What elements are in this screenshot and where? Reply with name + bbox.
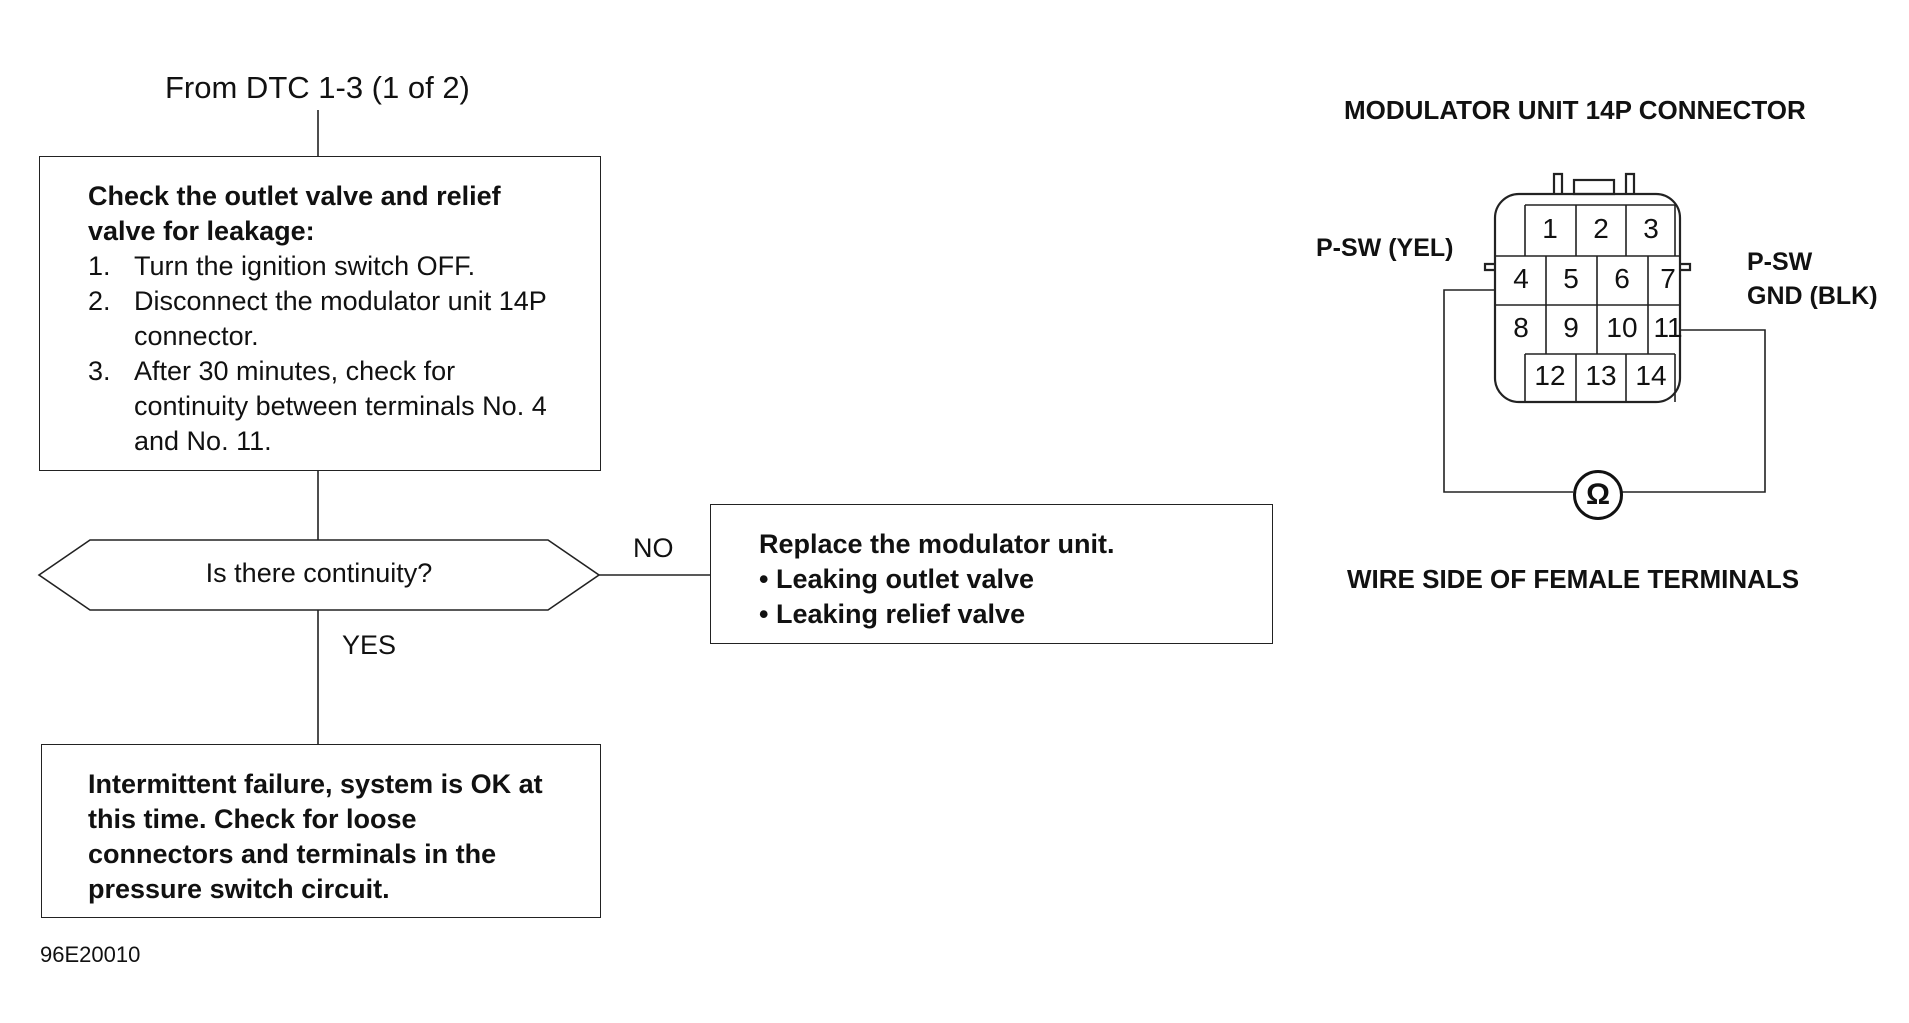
pin-7: 7 [1660,263,1676,294]
pin-label-p-sw-gnd: P-SW GND (BLK) [1747,245,1878,313]
start-label: From DTC 1-3 (1 of 2) [165,70,470,105]
step-text: After 30 minutes, check for continuity b… [134,356,547,456]
meter-lead-right [1617,329,1766,493]
check-step: 2. Disconnect the modulator unit 14P conn… [88,284,552,354]
connector-title: MODULATOR UNIT 14P CONNECTOR [1344,95,1806,125]
pin-5: 5 [1563,263,1579,294]
step-number: 2. [88,286,111,316]
connector-caption: WIRE SIDE OF FEMALE TERMINALS [1347,564,1800,594]
pin-14: 14 [1635,360,1667,391]
step-text: Disconnect the modulator unit 14P connec… [134,286,547,351]
step-number: 1. [88,251,111,281]
pin-1: 1 [1542,213,1558,244]
meter-lead-left [1443,289,1573,493]
decision-question: Is there continuity? [205,558,433,588]
ohmmeter-icon: Ω [1573,470,1623,520]
pin-12: 12 [1534,360,1566,391]
step-text: Turn the ignition switch OFF. [134,251,476,281]
check-steps-list: 1. Turn the ignition switch OFF. 2. Discon… [88,249,552,459]
pin-label-p-sw: P-SW (YEL) [1316,234,1454,262]
pin-6: 6 [1614,263,1630,294]
check-heading: Check the outlet valve and relief valve … [88,181,501,246]
replace-action-box: Replace the modulator unit. • Leaking ou… [710,504,1273,644]
replace-title: Replace the modulator unit. [759,529,1115,559]
replace-item: • Leaking outlet valve [759,564,1035,594]
pin-4: 4 [1513,263,1529,294]
pin-label-line: P-SW [1747,248,1813,276]
figure-code: 96E20010 [40,942,141,967]
pin-3: 3 [1643,213,1659,244]
step-number: 3. [88,356,111,386]
pin-11: 11 [1653,312,1683,343]
check-step: 3. After 30 minutes, check for continuity… [88,354,552,459]
yes-branch-label: YES [342,630,397,660]
replace-item: • Leaking relief valve [759,599,1026,629]
result-text: Intermittent failure, system is OK at th… [88,769,543,904]
pin-label-line: GND (BLK) [1747,282,1878,310]
pin-13: 13 [1585,360,1617,391]
connector-housing [1483,172,1692,404]
connector-grid [1495,204,1680,402]
check-step-box: Check the outlet valve and relief valve … [39,156,601,471]
result-box: Intermittent failure, system is OK at th… [41,744,601,918]
pin-10: 10 [1606,312,1638,343]
check-step: 1. Turn the ignition switch OFF. [88,249,552,284]
no-branch-label: NO [633,533,674,563]
pin-9: 9 [1563,312,1579,343]
pin-2: 2 [1593,213,1609,244]
pin-8: 8 [1513,312,1529,343]
